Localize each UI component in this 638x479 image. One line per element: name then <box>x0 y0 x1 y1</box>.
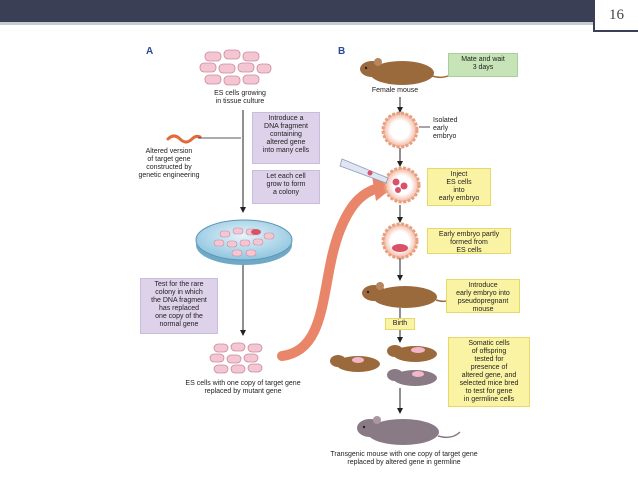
transgenic-caption: Transgenic mouse with one copy of target… <box>330 451 478 466</box>
test-colony-box: Test for the rare colony in which the DN… <box>140 278 218 334</box>
female-mouse-icon <box>360 58 455 85</box>
grow-colony-box: Let each cell grow to form a colony <box>252 170 320 204</box>
isolated-embryo-caption: Isolated early embryo <box>433 117 458 140</box>
mate-wait-box: Mate and wait 3 days <box>448 53 518 77</box>
es-cells-cluster <box>199 49 272 86</box>
pseudopregnant-mouse-icon <box>362 282 457 308</box>
modified-es-cells <box>209 342 263 374</box>
injected-embryo-icon <box>383 166 421 204</box>
slide-top-line <box>0 22 638 25</box>
female-mouse-caption: Female mouse <box>371 87 419 94</box>
partly-formed-box: Early embryo partly formed from ES cells <box>427 228 511 254</box>
petri-dish-icon <box>195 219 293 265</box>
offspring-mice-icon <box>330 345 437 386</box>
slide-top-bar <box>0 0 638 22</box>
page-number: 16 <box>609 7 624 23</box>
panel-b-label: B <box>338 46 346 57</box>
transfer-arrow <box>277 183 383 361</box>
result-es-cells-caption: ES cells with one copy of target gene re… <box>185 380 301 395</box>
isolated-embryo-icon <box>381 111 419 149</box>
pipette-icon <box>339 158 389 184</box>
introduce-dna-box: Introduce a DNA fragment containing alte… <box>252 112 320 164</box>
inject-box: Inject ES cells into early embryo <box>427 168 491 206</box>
panel-a-label: A <box>146 46 154 57</box>
altered-gene-icon <box>166 134 202 144</box>
transgenic-mouse-icon <box>357 416 461 445</box>
altered-gene-caption: Altered version of target gene construct… <box>138 148 200 179</box>
birth-box: Birth <box>385 318 415 330</box>
introduce-pseudo-box: Introduce early embryo into pseudopregna… <box>446 279 520 313</box>
somatic-test-box: Somatic cells of offspring tested for pr… <box>448 337 530 407</box>
partly-formed-embryo-icon <box>381 222 419 260</box>
page-number-box: 16 <box>593 0 638 32</box>
es-cells-caption: ES cells growing in tissue culture <box>214 90 266 105</box>
